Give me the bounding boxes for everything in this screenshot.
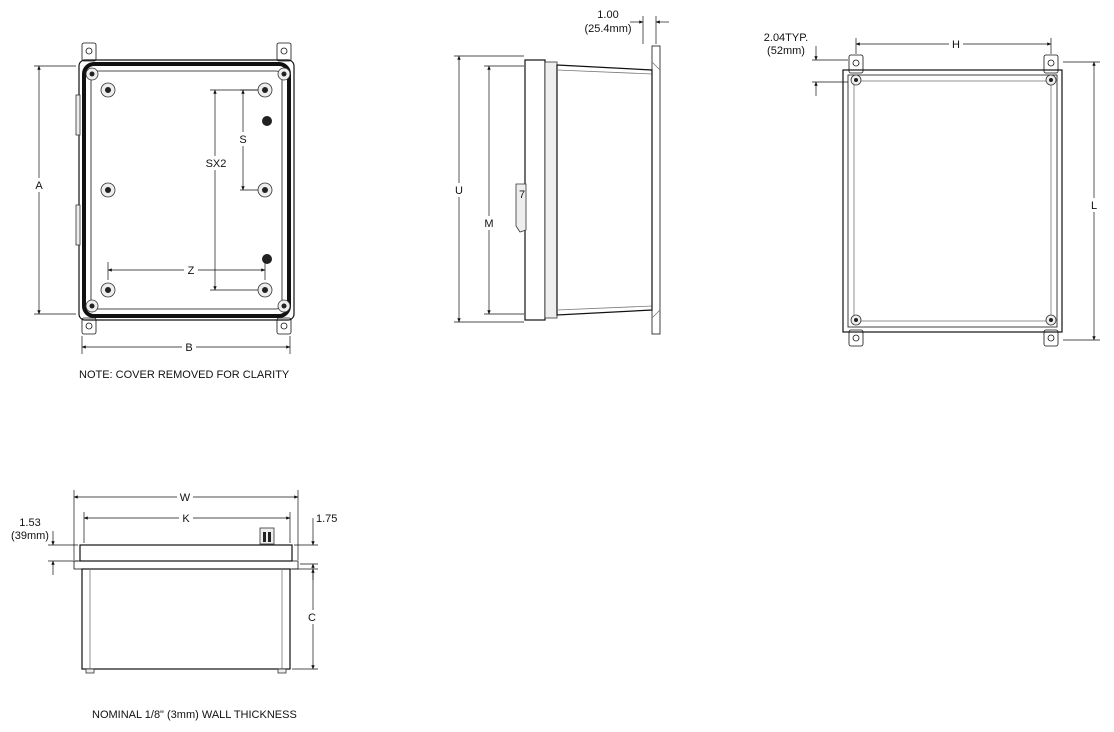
rear-view: 2.04TYP. (52mm) H L	[764, 32, 1101, 347]
svg-text:7: 7	[519, 189, 525, 201]
dim-label-l: L	[1091, 200, 1097, 212]
front-view-note: NOTE: COVER REMOVED FOR CLARITY	[79, 369, 290, 381]
mounting-foot-top-left	[81, 42, 97, 62]
front-enclosure-rim	[82, 62, 291, 318]
rear-foot-bottom-left	[848, 329, 864, 347]
rear-foot-bottom-right	[1043, 329, 1059, 347]
latch-boss	[262, 116, 272, 126]
dim-label-s: S	[239, 134, 246, 146]
screw-boss-top-left	[85, 67, 99, 81]
rear-enclosure-outline	[842, 69, 1063, 333]
rear-corner-screw	[1045, 74, 1057, 86]
front-enclosure-outline	[78, 59, 295, 321]
dim-label-cover: 1.53	[19, 517, 40, 529]
dim-label-h: H	[952, 39, 960, 51]
dim-label-z: Z	[188, 265, 195, 277]
panel-stud	[100, 82, 116, 98]
dim-label-1-75: 1.75	[316, 513, 337, 525]
dim-label-flange-mm: (25.4mm)	[584, 23, 631, 35]
dim-label-k: K	[182, 513, 190, 525]
dim-label-sx2: SX2	[206, 158, 227, 170]
dim-label-c: C	[308, 612, 316, 624]
screw-boss-bottom-right	[277, 299, 291, 313]
front-view: A B S SX2 Z NOTE: COVER REMOVED FOR CLAR…	[32, 42, 295, 381]
rear-foot-top-right	[1043, 54, 1059, 74]
dim-label-w: W	[180, 492, 191, 504]
rear-corner-screw	[1045, 314, 1057, 326]
rear-corner-screw	[850, 74, 862, 86]
dim-label-cover-mm: (39mm)	[11, 530, 49, 542]
dim-label-m: M	[484, 218, 493, 230]
rear-corner-screw	[850, 314, 862, 326]
dim-label-u: U	[455, 185, 463, 197]
panel-stud	[100, 182, 116, 198]
mounting-foot-top-right	[276, 42, 292, 62]
dim-label-typ-mm: (52mm)	[767, 45, 805, 57]
side-latch-icon	[515, 183, 527, 233]
panel-stud	[257, 282, 273, 298]
side-mounting-flange	[651, 45, 661, 335]
dim-label-b: B	[185, 342, 192, 354]
latch-boss	[262, 254, 272, 264]
panel-stud	[257, 82, 273, 98]
side-view: 7 1.00 (25.4mm) U M	[452, 9, 669, 335]
bottom-cover	[79, 544, 293, 562]
panel-stud	[257, 182, 273, 198]
side-enclosure-body	[556, 64, 653, 316]
screw-boss-top-right	[277, 67, 291, 81]
mounting-foot-bottom-right	[276, 317, 292, 335]
side-cover-section	[524, 59, 546, 321]
dim-label-flange: 1.00	[597, 9, 618, 21]
dim-label-typ: 2.04TYP.	[764, 32, 808, 44]
dim-label-a: A	[35, 180, 43, 192]
panel-stud	[100, 282, 116, 298]
bottom-body	[81, 568, 291, 670]
bottom-view: W K 1.53 (39mm) 1.75 C NOMINAL 1/8" (3mm…	[11, 490, 337, 721]
bottom-flange	[73, 560, 299, 570]
screw-boss-bottom-left	[85, 299, 99, 313]
mounting-foot-bottom-left	[81, 317, 97, 335]
rear-foot-top-left	[848, 54, 864, 74]
bottom-view-note: NOMINAL 1/8" (3mm) WALL THICKNESS	[92, 709, 297, 721]
